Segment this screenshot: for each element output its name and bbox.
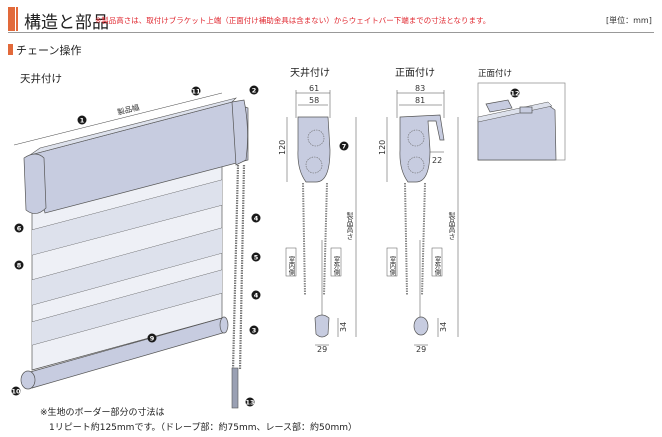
svg-text:室内側: 室内側 [388, 255, 396, 276]
ceiling-mount-side-view: 天井付け 61 58 120 7 室内側 室外側 製品高さ 34 29 [278, 66, 357, 354]
main-blind-view: 天井付け 製品幅 1 11 2 6 8 4 5 4 3 9 10 13 [11, 72, 261, 409]
unit-label: [単位：mm] [606, 16, 652, 25]
svg-text:9: 9 [150, 335, 155, 343]
svg-text:室内側: 室内側 [287, 255, 295, 276]
ball-chain[interactable] [231, 164, 240, 371]
end-cap [23, 153, 47, 214]
footnote-line-1: ※生地のボーダー部分の寸法は [40, 408, 165, 418]
svg-text:11: 11 [191, 88, 201, 96]
part-callouts: 1 11 2 6 8 4 5 4 3 9 10 13 [11, 85, 261, 407]
svg-text:81: 81 [415, 96, 425, 105]
title-accent-bar-thin [16, 7, 18, 31]
front-view-label: 正面付け [395, 66, 435, 79]
page-title: 構造と部品 [24, 13, 109, 33]
svg-text:製品高さ: 製品高さ [448, 211, 456, 241]
svg-text:6: 6 [17, 225, 22, 233]
svg-text:29: 29 [416, 345, 426, 354]
svg-text:58: 58 [309, 96, 319, 105]
svg-text:8: 8 [17, 262, 22, 270]
section-marker [8, 44, 13, 55]
svg-text:4: 4 [254, 292, 259, 300]
main-view-label: 天井付け [20, 72, 62, 85]
svg-text:120: 120 [378, 140, 387, 155]
width-label: 製品幅 [116, 102, 141, 117]
svg-text:83: 83 [415, 84, 425, 93]
ceiling-view-label: 天井付け [290, 66, 330, 79]
svg-text:29: 29 [317, 345, 327, 354]
svg-text:13: 13 [245, 399, 254, 407]
svg-text:5: 5 [254, 254, 259, 262]
svg-text:120: 120 [278, 140, 287, 155]
svg-text:4: 4 [254, 215, 259, 223]
svg-text:室外側: 室外側 [433, 255, 441, 276]
svg-text:3: 3 [252, 327, 257, 335]
svg-text:1: 1 [80, 117, 85, 125]
height-note: ※製品高さは、取付けブラケット上端（正面付け補助金具は含まない）からウェイトバー… [95, 16, 491, 25]
svg-text:34: 34 [439, 322, 448, 332]
inset-label: 正面付け [478, 68, 512, 79]
svg-text:7: 7 [342, 143, 347, 151]
svg-text:室外側: 室外側 [332, 255, 340, 276]
section-title: チェーン操作 [16, 44, 82, 57]
chain-weight[interactable] [231, 367, 239, 409]
svg-text:22: 22 [432, 156, 442, 165]
svg-text:61: 61 [309, 84, 319, 93]
svg-text:製品高さ: 製品高さ [346, 211, 354, 241]
front-mount-side-view: 正面付け 83 81 120 22 室内側 室外側 製品高さ 34 29 [378, 66, 459, 354]
header-divider [8, 32, 654, 33]
footnote-line-2: 1リピート約125mmです。（ドレープ部：約75mm、レース部：約50mm） [49, 423, 358, 433]
svg-text:34: 34 [339, 322, 348, 332]
title-accent-bar [8, 7, 15, 31]
front-mount-inset: 正面付け 12 [477, 68, 566, 161]
svg-text:2: 2 [252, 87, 257, 95]
svg-text:10: 10 [11, 388, 21, 396]
svg-text:12: 12 [510, 90, 519, 98]
